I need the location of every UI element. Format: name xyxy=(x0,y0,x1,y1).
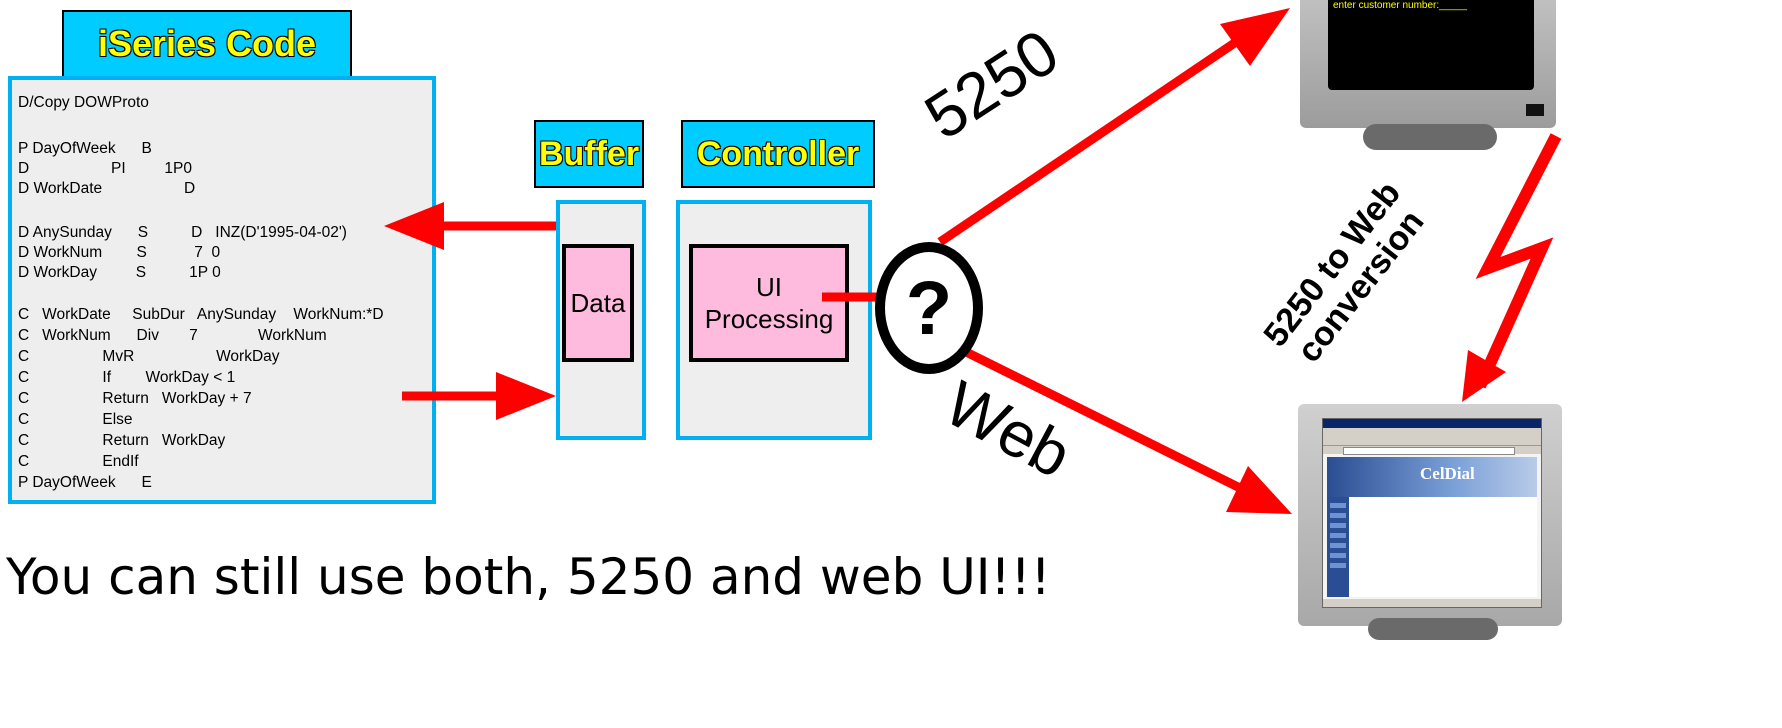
processing-label: Processing xyxy=(704,304,834,334)
nav-button xyxy=(1330,513,1346,518)
data-box: Data xyxy=(562,244,634,362)
code-line: C Return WorkDay xyxy=(18,432,226,449)
nav-button xyxy=(1330,533,1346,538)
buffer-title: Buffer xyxy=(534,120,644,188)
code-line: C Else xyxy=(18,411,133,428)
terminal-screen xyxy=(1328,0,1534,90)
nav-button xyxy=(1330,503,1346,508)
browser-statusbar xyxy=(1323,599,1541,607)
code-line: P DayOfWeek E xyxy=(18,474,152,491)
browser-menubar xyxy=(1323,428,1541,436)
code-line: D WorkDate D xyxy=(18,180,196,197)
code-line: C WorkNum Div 7 WorkNum xyxy=(18,327,327,344)
arrowhead-web xyxy=(1226,466,1292,514)
code-line: P DayOfWeek B xyxy=(18,140,152,157)
question-mark: ? xyxy=(905,265,953,351)
code-line: C WorkDate SubDur AnySunday WorkNum:*D xyxy=(18,306,384,323)
ui-label: UI xyxy=(756,271,782,302)
code-line: C If WorkDay < 1 xyxy=(18,369,236,386)
nav-button xyxy=(1330,543,1346,548)
code-line: C MvR WorkDay xyxy=(18,348,280,365)
code-line: C Return WorkDay + 7 xyxy=(18,390,252,407)
code-line: D AnySunday S D INZ(D'1995-04-02') xyxy=(18,224,347,241)
lightning-arrowhead xyxy=(1462,350,1506,402)
iseries-code-panel: D/Copy DOWProto P DayOfWeek B D PI 1P0 D… xyxy=(8,76,436,504)
code-line: D PI 1P0 xyxy=(18,160,192,177)
code-line: D WorkDay S 1P 0 xyxy=(18,264,221,281)
browser-address-field xyxy=(1343,447,1515,455)
terminal-prompt-text: enter customer number:_____ xyxy=(1333,0,1467,11)
controller-title: Controller xyxy=(681,120,875,188)
arrowhead-to-code xyxy=(384,202,444,250)
code-line: D/Copy DOWProto xyxy=(18,94,149,111)
arrowhead-5250 xyxy=(1220,8,1290,66)
web-browser-screenshot xyxy=(1322,418,1542,608)
nav-button xyxy=(1330,523,1346,528)
lightning-bolt xyxy=(1474,133,1562,389)
nav-button xyxy=(1330,553,1346,558)
iseries-code-title: iSeries Code xyxy=(62,10,352,78)
web-logo-text: CelDial xyxy=(1420,464,1475,483)
browser-titlebar xyxy=(1323,419,1541,428)
question-circle: ? xyxy=(875,242,983,374)
web-monitor-stand xyxy=(1368,618,1498,640)
terminal-indicator xyxy=(1526,104,1544,116)
bottom-caption: You can still use both, 5250 and web UI!… xyxy=(6,548,1051,606)
terminal-stand xyxy=(1363,124,1497,150)
data-label: Data xyxy=(570,287,626,318)
arrow-5250 xyxy=(937,38,1239,246)
nav-button xyxy=(1330,563,1346,568)
web-page-banner xyxy=(1327,457,1537,497)
arrow-web xyxy=(947,339,1243,493)
browser-toolbar xyxy=(1323,436,1541,446)
ui-processing-box: UI Processing xyxy=(689,244,849,362)
code-line: D WorkNum S 7 0 xyxy=(18,244,221,261)
code-line: C EndIf xyxy=(18,453,139,470)
arrowhead-to-buffer xyxy=(496,372,556,420)
